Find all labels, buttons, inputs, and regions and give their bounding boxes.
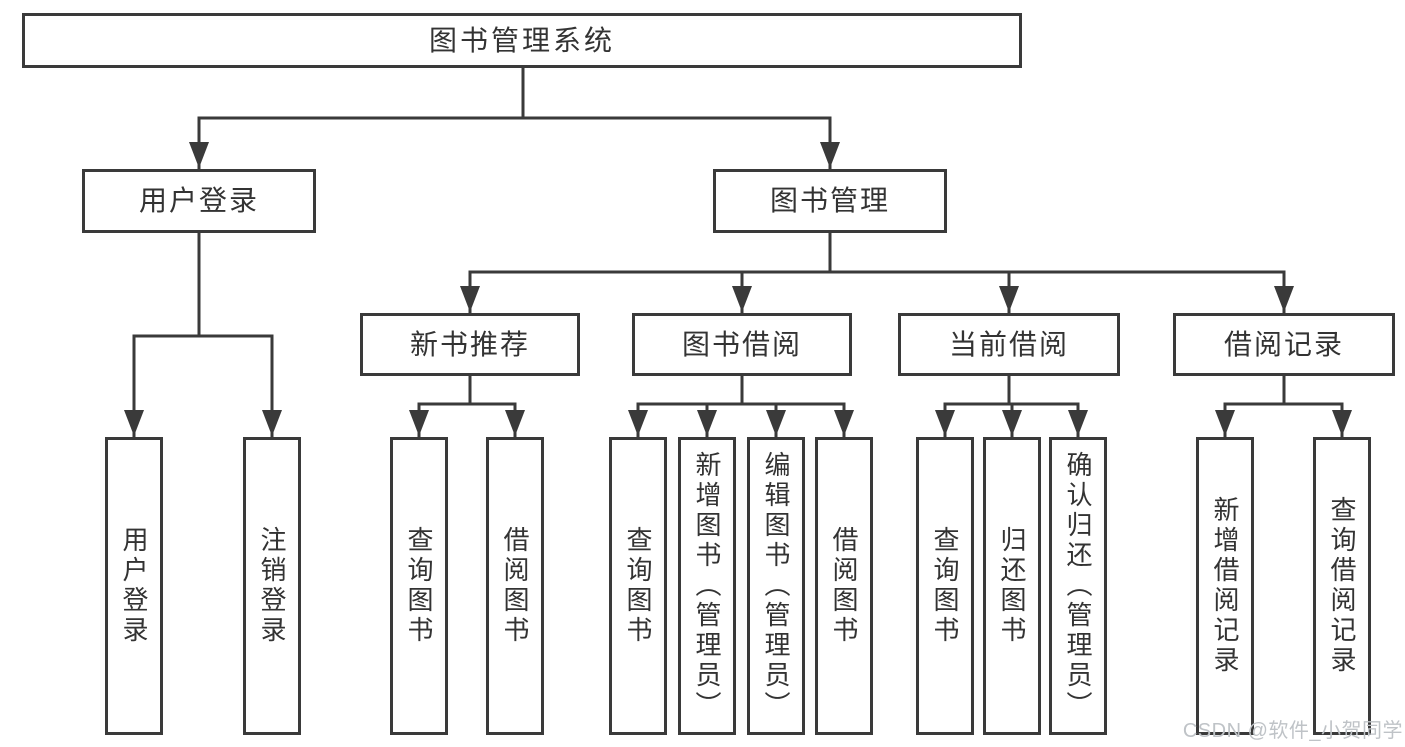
connector-current-borrowing-branch	[935, 374, 1088, 438]
node-library-management-system: 图书管理系统	[22, 13, 1022, 68]
leaf-query-books-borrowing: 查询图书	[609, 437, 667, 735]
node-book-borrowing: 图书借阅	[632, 313, 852, 376]
connector-new-book-recommend-branch	[409, 374, 525, 438]
node-user-login: 用户登录	[82, 169, 316, 233]
leaf-user-login: 用户登录	[105, 437, 163, 735]
leaf-query-books-recommend: 查询图书	[390, 437, 448, 735]
node-new-book-recommend: 新书推荐	[360, 313, 580, 376]
connector-root-to-level2	[189, 66, 840, 170]
leaf-query-borrow-record: 查询借阅记录	[1313, 437, 1371, 735]
leaf-borrow-books: 借阅图书	[815, 437, 873, 735]
connector-book-borrowing-branch	[628, 374, 854, 438]
connector-user-login-branch	[124, 231, 282, 438]
connector-book-management-branch	[460, 231, 1294, 314]
node-book-management: 图书管理	[713, 169, 947, 233]
leaf-add-borrow-record: 新增借阅记录	[1196, 437, 1254, 735]
node-borrowing-records: 借阅记录	[1173, 313, 1395, 376]
leaf-confirm-return-admin: 确认归还（管理员）	[1049, 437, 1107, 735]
leaf-borrow-books-recommend: 借阅图书	[486, 437, 544, 735]
leaf-query-books-current: 查询图书	[916, 437, 974, 735]
node-current-borrowing: 当前借阅	[898, 313, 1120, 376]
csdn-watermark: CSDN @软件_小贺同学	[1182, 720, 1403, 742]
connector-borrowing-records-branch	[1215, 374, 1352, 438]
leaf-add-books-admin: 新增图书（管理员）	[678, 437, 736, 735]
leaf-edit-books-admin: 编辑图书（管理员）	[747, 437, 805, 735]
leaf-logout: 注销登录	[243, 437, 301, 735]
leaf-return-books: 归还图书	[983, 437, 1041, 735]
